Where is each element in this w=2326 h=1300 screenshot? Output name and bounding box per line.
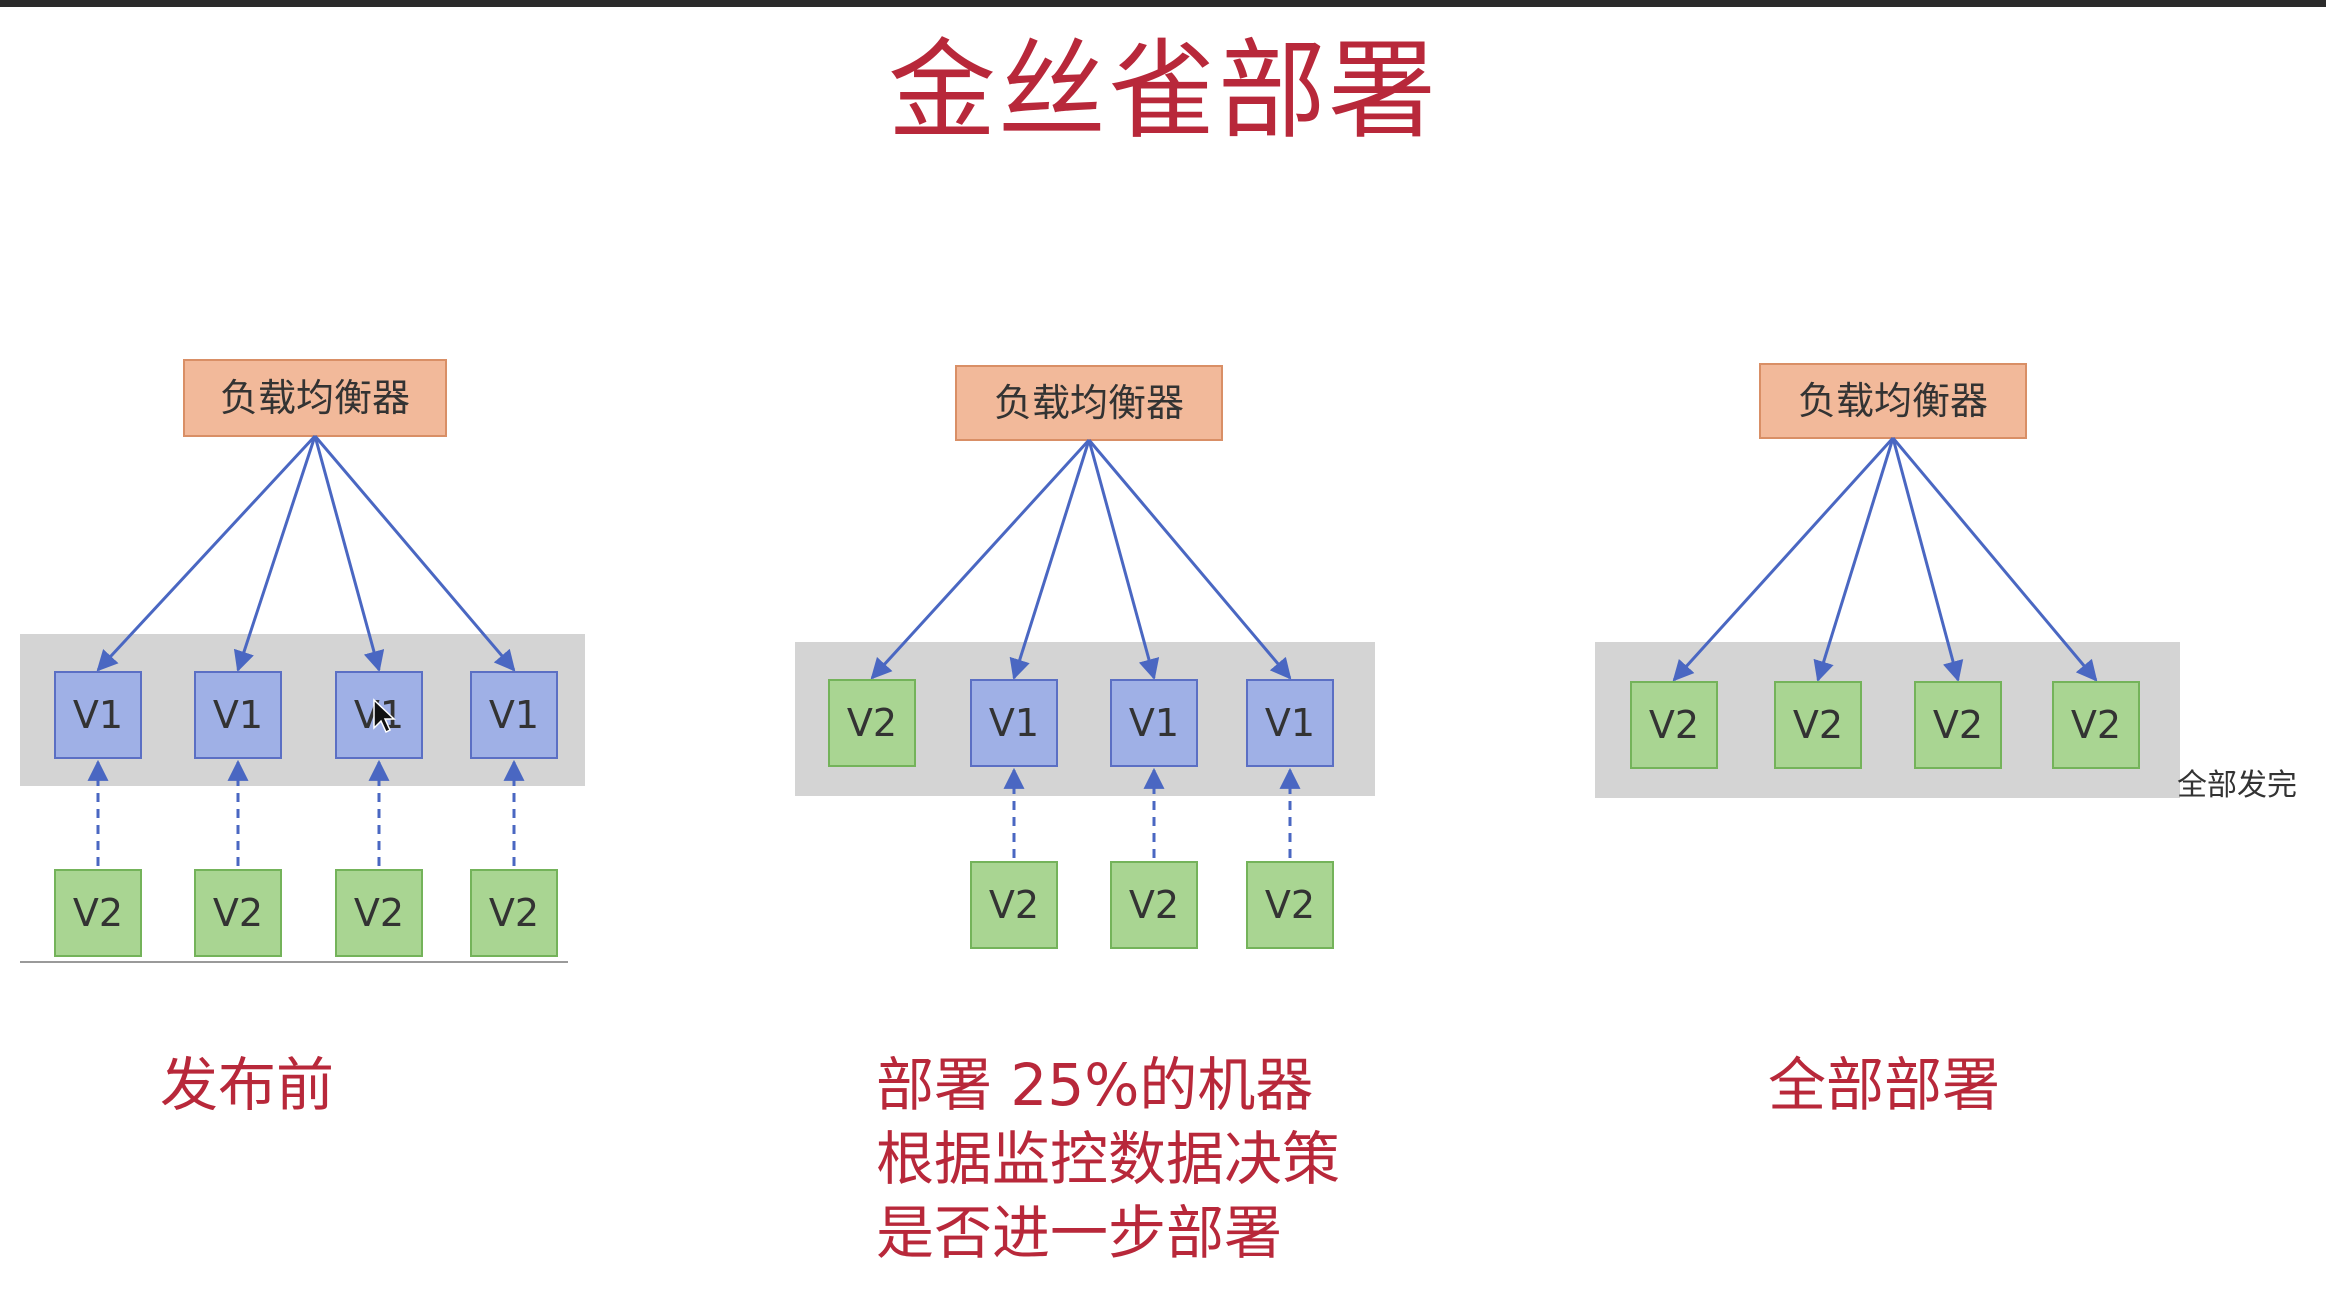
load-balancer-box bbox=[183, 359, 447, 437]
waiting-server-label: V2 bbox=[73, 891, 123, 935]
page-title: 金丝雀部署 bbox=[887, 29, 1438, 154]
lb-arrow bbox=[1087, 439, 1160, 681]
server-v1-box bbox=[1246, 679, 1334, 767]
server-label: V1 bbox=[1129, 701, 1179, 745]
caption-before-line: 发布前 bbox=[160, 1051, 335, 1119]
waiting-server-label: V2 bbox=[354, 891, 404, 935]
server-v2-box bbox=[828, 679, 916, 767]
load-balancer-box bbox=[1759, 363, 2027, 439]
waiting-v2-box bbox=[970, 861, 1058, 949]
waiting-v2-box bbox=[54, 869, 142, 957]
server-v1-box bbox=[970, 679, 1058, 767]
waiting-v2-box bbox=[194, 869, 282, 957]
load-balancer-label: 负载均衡器 bbox=[220, 376, 410, 420]
server-label: V1 bbox=[73, 693, 123, 737]
waiting-v2-box bbox=[1246, 861, 1334, 949]
server-v1-box bbox=[1110, 679, 1198, 767]
lb-arrow bbox=[1009, 439, 1091, 681]
load-balancer-box bbox=[955, 365, 1223, 441]
top-bar bbox=[0, 0, 2326, 7]
server-v1-box bbox=[470, 671, 558, 759]
waiting-v2-box bbox=[335, 869, 423, 957]
server-label: V1 bbox=[489, 693, 539, 737]
server-label: V1 bbox=[989, 701, 1039, 745]
waiting-server-label: V2 bbox=[989, 883, 1039, 927]
lb-arrow bbox=[313, 435, 385, 673]
waiting-server-label: V2 bbox=[1129, 883, 1179, 927]
lb-arrow bbox=[1087, 439, 1292, 680]
server-label: V2 bbox=[2071, 703, 2121, 747]
server-label: V2 bbox=[1649, 703, 1699, 747]
server-v2-box bbox=[1774, 681, 1862, 769]
side-note: 全部发完 bbox=[2177, 768, 2297, 803]
caption-partial: 部署 25%的机器 根据监控数据决策 是否进一步部署 bbox=[876, 1048, 1340, 1270]
waiting-server-label: V2 bbox=[489, 891, 539, 935]
waiting-v2-box bbox=[1110, 861, 1198, 949]
caption-partial-line-3: 是否进一步部署 bbox=[876, 1199, 1283, 1267]
mouse-cursor-icon bbox=[373, 698, 396, 734]
server-label: V1 bbox=[213, 693, 263, 737]
server-label: V2 bbox=[1793, 703, 1843, 747]
lb-arrow bbox=[1672, 436, 1895, 682]
server-v1-box bbox=[194, 671, 282, 759]
caption-full: 全部部署 bbox=[1768, 1048, 2000, 1122]
server-v2-box bbox=[1630, 681, 1718, 769]
server-v2-box bbox=[2052, 681, 2140, 769]
caption-partial-line-1: 部署 25%的机器 bbox=[876, 1051, 1314, 1119]
server-label: V2 bbox=[847, 701, 897, 745]
server-label: V1 bbox=[1265, 701, 1315, 745]
server-v1-box bbox=[54, 671, 142, 759]
lb-arrow bbox=[233, 435, 317, 672]
waiting-server-label: V2 bbox=[1265, 883, 1315, 927]
load-balancer-label: 负载均衡器 bbox=[1798, 379, 1988, 423]
waiting-v2-box bbox=[470, 869, 558, 957]
server-v2-box bbox=[1914, 681, 2002, 769]
load-balancer-label: 负载均衡器 bbox=[994, 381, 1184, 425]
lb-arrow bbox=[96, 434, 317, 672]
caption-full-line: 全部部署 bbox=[1768, 1051, 2001, 1119]
lb-arrow bbox=[870, 438, 1091, 680]
lb-arrow bbox=[313, 435, 516, 672]
lb-arrow bbox=[1813, 437, 1895, 683]
caption-before: 发布前 bbox=[160, 1048, 334, 1122]
server-label: V2 bbox=[1933, 703, 1983, 747]
caption-partial-line-2: 根据监控数据决策 bbox=[876, 1125, 1341, 1193]
lb-arrow bbox=[1891, 437, 2098, 682]
lb-arrow bbox=[1891, 437, 1964, 683]
waiting-server-label: V2 bbox=[213, 891, 263, 935]
